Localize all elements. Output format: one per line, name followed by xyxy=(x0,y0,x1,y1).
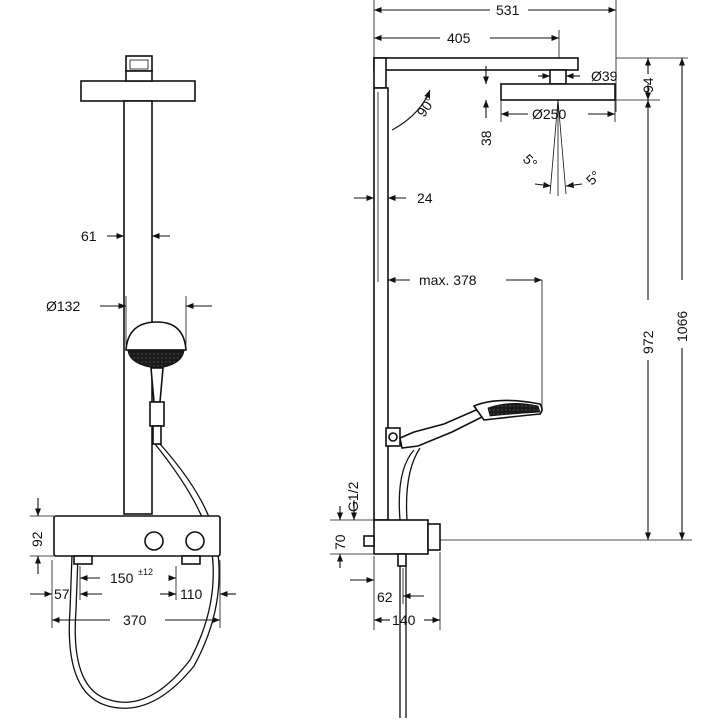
dim-thermostat-height-label: 92 xyxy=(29,531,45,547)
flow-knob xyxy=(185,531,205,551)
thermostat-knob-side xyxy=(427,523,441,551)
side-view: 531 405 Ø39 94 90° Ø250 38 xyxy=(330,0,692,718)
dim-arc-90 xyxy=(391,89,431,131)
hose-side-outer xyxy=(405,447,421,525)
dim-handshower-reach-label: max. 378 xyxy=(419,272,477,288)
temperature-knob xyxy=(144,531,164,551)
dim-right-offset-label: 110 xyxy=(180,586,203,602)
tilt-left-line xyxy=(549,99,559,195)
dim-head-diameter-label: Ø250 xyxy=(532,106,566,122)
dim-head-depth-label: 38 xyxy=(478,130,494,146)
overhead-shower-side xyxy=(500,83,616,101)
dim-arm-angle-label: 90° xyxy=(413,93,438,120)
hose-connector xyxy=(152,425,162,445)
tilt-right-line xyxy=(557,99,567,195)
dim-thread-label: G1/2 xyxy=(345,481,361,512)
outlet-connector-side xyxy=(397,553,407,567)
ceiling-connector-inner xyxy=(129,59,149,70)
dim-line-tilt-right xyxy=(565,181,583,189)
wall-inlet-side xyxy=(363,535,375,547)
dim-hose-offset-label: 57 xyxy=(54,586,70,602)
dim-arm-to-head-label: 405 xyxy=(447,30,471,46)
thermostat-body-front xyxy=(53,515,221,557)
arm-elbow-side xyxy=(373,57,387,89)
handshower-handle xyxy=(150,367,164,403)
inlet-right xyxy=(181,555,201,565)
dim-total-width-label: 370 xyxy=(123,612,147,628)
overhead-shower-front xyxy=(80,80,196,102)
dim-tilt-right-label: 5° xyxy=(583,167,604,188)
dim-inlet-spacing-label: 150 xyxy=(110,570,134,586)
handshower-holder xyxy=(149,401,165,427)
dim-body-depth-label: 140 xyxy=(392,612,416,628)
head-connector-side xyxy=(549,69,567,85)
dim-height-to-top-label: 1066 xyxy=(674,311,690,342)
dim-inlet-depth-label: 62 xyxy=(377,589,393,605)
shower-pipe-front xyxy=(123,100,153,515)
dim-inlet-spacing-tolerance: ±12 xyxy=(138,567,153,577)
arm-joint-front xyxy=(125,70,153,82)
dim-handshower-diameter-label: Ø132 xyxy=(46,298,80,314)
dim-connector-diameter-label: Ø39 xyxy=(591,68,618,84)
dim-height-to-head-label: 972 xyxy=(640,330,656,354)
inlet-left xyxy=(73,555,93,565)
dim-inlet-height-label: 70 xyxy=(332,534,348,550)
thermostat-body-side xyxy=(373,519,429,555)
holder-pivot xyxy=(388,432,398,442)
dim-head-thickness-label: 94 xyxy=(640,77,656,93)
handshower-spray-side xyxy=(487,403,541,417)
handshower-handle-side xyxy=(399,409,486,449)
handshower-head xyxy=(125,321,187,351)
dim-pipe-width-label: 61 xyxy=(81,228,97,244)
dim-arm-total-label: 531 xyxy=(496,2,520,18)
front-view: 61 Ø132 92 57 150 ±12 110 370 xyxy=(29,55,236,709)
dim-tilt-left-label: 5° xyxy=(520,151,541,172)
shower-pipe-side xyxy=(373,87,389,521)
dim-pipe-diameter-label: 24 xyxy=(417,190,433,206)
shower-arm-side xyxy=(373,57,579,71)
dim-line-tilt-left xyxy=(534,181,552,189)
